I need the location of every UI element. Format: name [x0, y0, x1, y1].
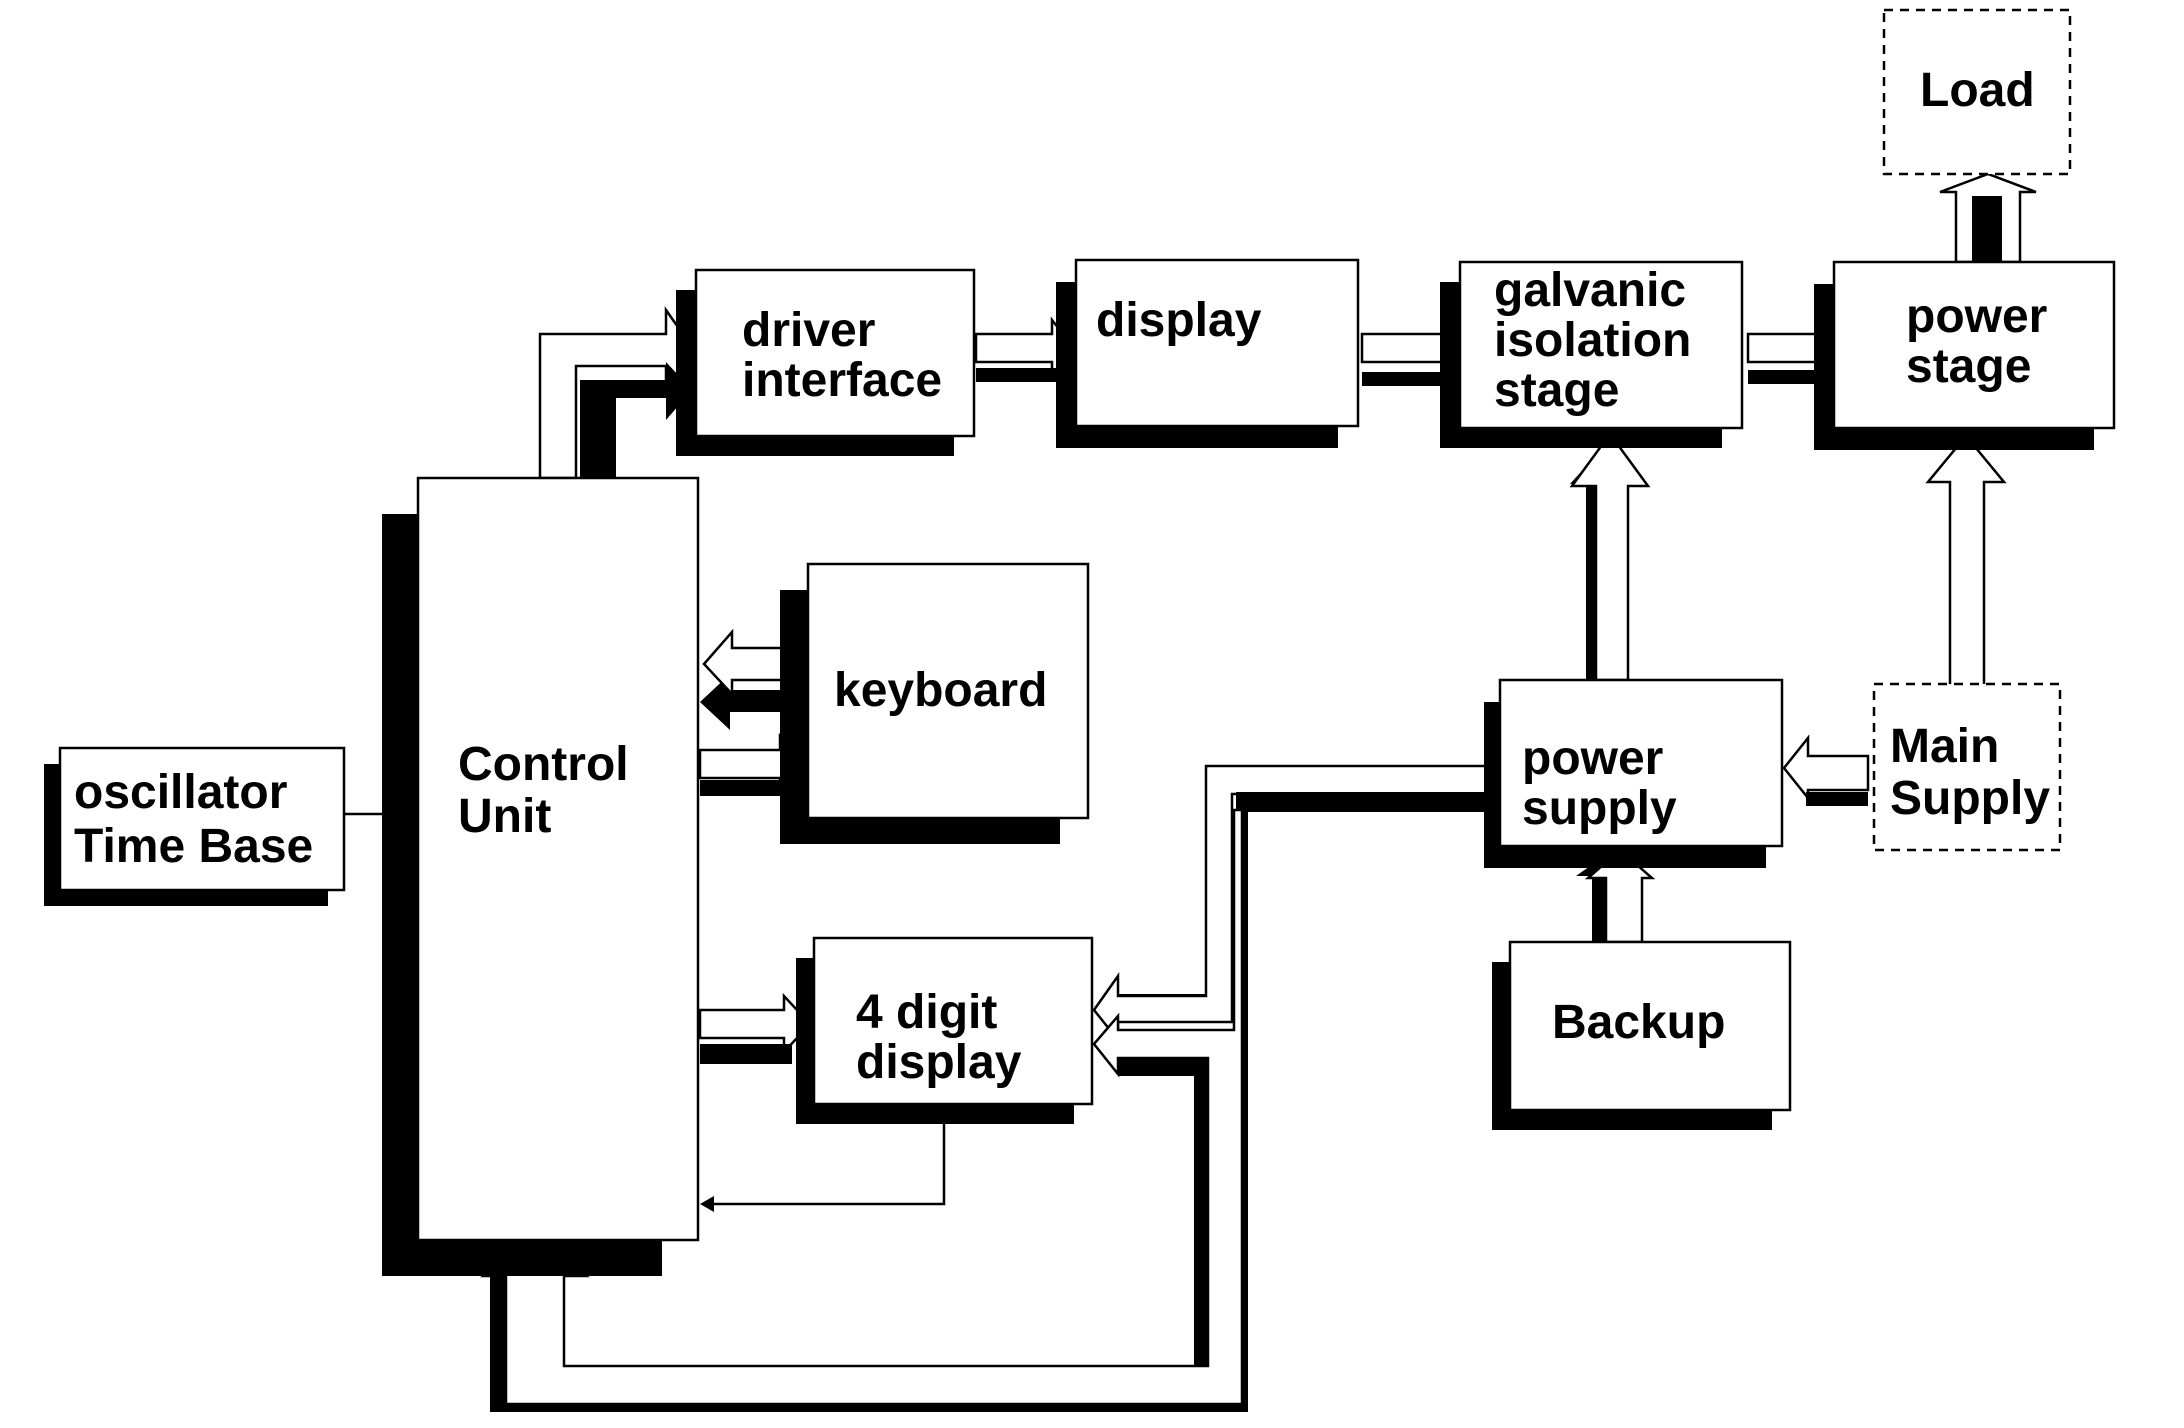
- driver-interface-label: driver interface: [742, 304, 942, 407]
- control-to-keyboard-arrow: [698, 732, 808, 796]
- main-supply-block: Main Supply: [1872, 682, 2062, 852]
- power-supply-block: power supply: [1484, 678, 1784, 868]
- digit-display-label: 4 digit display: [856, 986, 1022, 1089]
- keyboard-block: keyboard: [780, 562, 1090, 844]
- driver-to-display-arrow: [974, 316, 1076, 382]
- keyboard-label: keyboard: [834, 664, 1047, 717]
- backup-label: Backup: [1552, 996, 1725, 1049]
- power-supply-to-galvanic-arrow: [1569, 431, 1651, 682]
- load-block: Load: [1882, 8, 2072, 176]
- oscillator-time-base-block: oscillator Time Base: [44, 746, 346, 906]
- control-unit-block: Control Unit: [382, 476, 700, 1276]
- oscillator-label: oscillator Time Base: [74, 766, 313, 873]
- main-supply-to-power-stage-arrow: [1925, 434, 2007, 696]
- control-to-digit-display-arrow: [698, 992, 812, 1064]
- display-label: display: [1096, 294, 1262, 347]
- power-stage-label: power stage: [1906, 290, 2061, 393]
- power-supply-label: power supply: [1522, 732, 1677, 835]
- backup-to-power-supply-arrow: [1576, 848, 1656, 944]
- main-supply-label: Main Supply: [1890, 720, 2050, 825]
- backup-block: Backup: [1492, 940, 1792, 1130]
- control-to-driver-lower-arrow: [580, 362, 692, 478]
- digit-display-block: 4 digit display: [796, 936, 1094, 1124]
- main-supply-to-power-supply-arrow: [1782, 734, 1870, 806]
- load-label: Load: [1920, 64, 2035, 117]
- power-stage-block: power stage: [1814, 260, 2116, 450]
- control-unit-label: Control Unit: [458, 738, 642, 843]
- digit-display-feedback-line: [700, 1122, 946, 1212]
- galvanic-isolation-stage-block: galvanic isolation stage: [1440, 260, 1744, 448]
- galvanic-isolation-label: galvanic isolation stage: [1494, 264, 1705, 417]
- power-stage-to-load-arrow: [1939, 172, 2037, 264]
- display-block: display: [1056, 258, 1360, 448]
- driver-interface-block: driver interface: [676, 268, 976, 456]
